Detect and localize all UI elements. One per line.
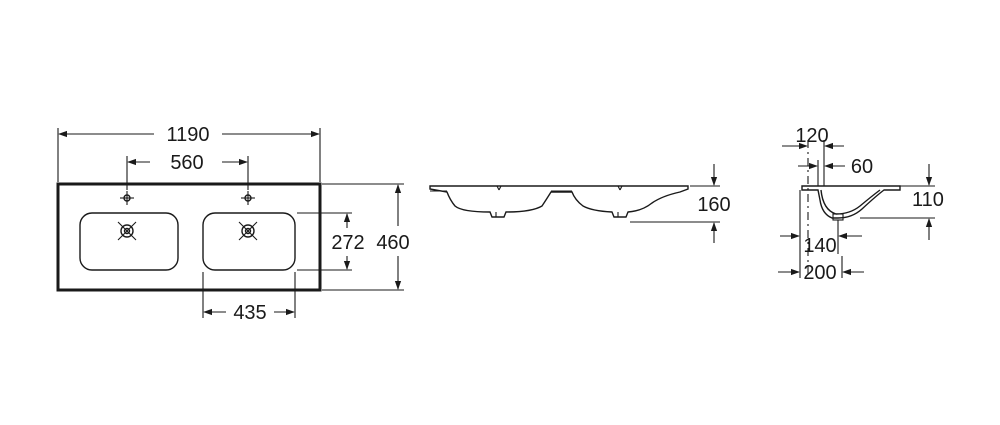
- dim-side-140: 140: [803, 235, 836, 257]
- dim-side-200: 200: [803, 262, 836, 284]
- right-bowl: [202, 212, 296, 271]
- front-profile: [429, 185, 689, 218]
- dim-bowl-width: 435: [233, 302, 266, 324]
- top-view: 1190 560 272 460 435: [56, 124, 410, 324]
- left-drain: [117, 221, 137, 241]
- dim-height-160: 160: [697, 194, 730, 216]
- right-drain: [238, 221, 258, 241]
- side-view: 120 60 110 140 200: [778, 125, 944, 284]
- dim-side-60: 60: [851, 156, 873, 178]
- front-right-tap: [617, 185, 623, 191]
- front-view: 160: [429, 164, 731, 243]
- dim-side-110: 110: [912, 189, 944, 211]
- basin-outline: [56, 182, 322, 292]
- dim-bowl-depth: 272: [331, 232, 364, 254]
- left-bowl: [79, 212, 179, 271]
- side-profile: [801, 185, 901, 219]
- right-tap-hole: [241, 191, 255, 205]
- dim-tap-spacing: 560: [170, 152, 203, 174]
- dim-total-depth: 460: [376, 232, 409, 254]
- left-tap-hole: [120, 191, 134, 205]
- dim-side-120: 120: [795, 125, 828, 147]
- dim-total-width: 1190: [166, 124, 209, 146]
- front-left-tap: [496, 185, 502, 191]
